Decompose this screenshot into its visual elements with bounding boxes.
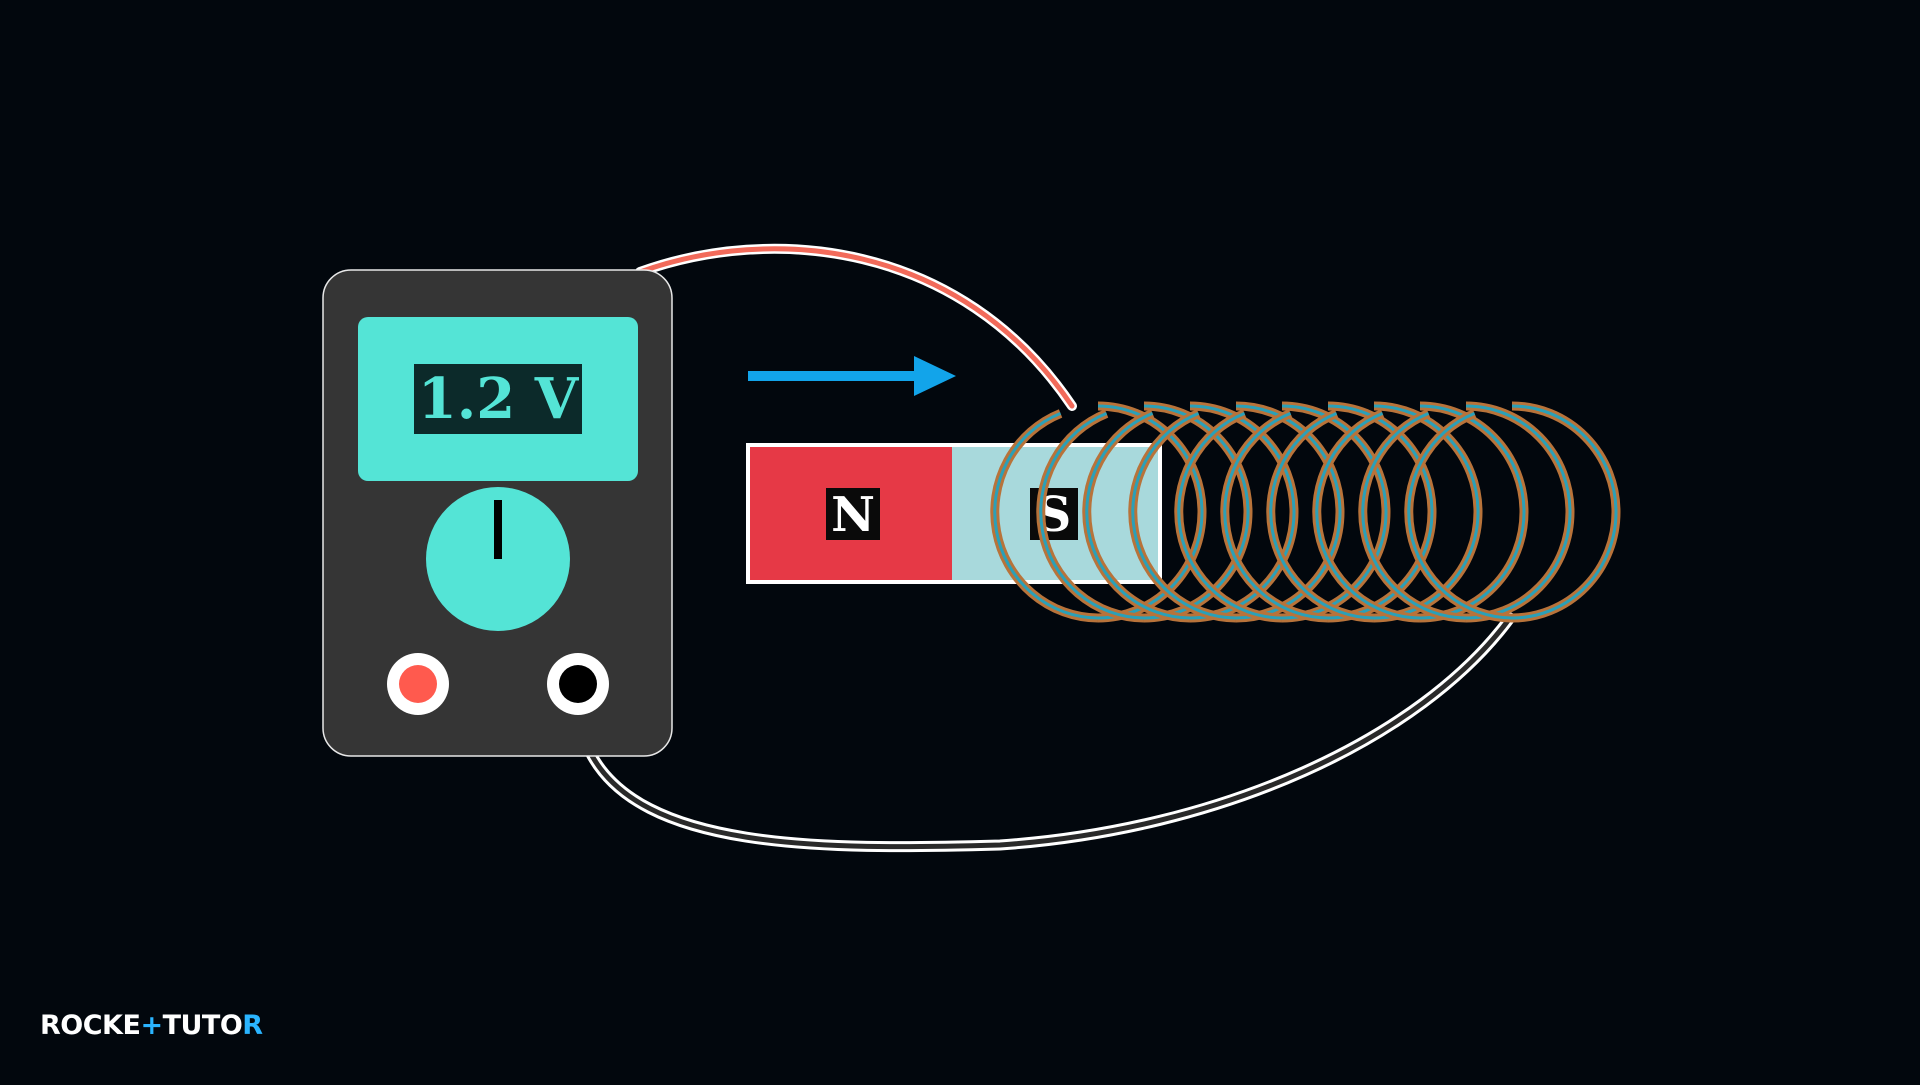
arrow-right-icon [748, 356, 956, 396]
coil-loop-front [1358, 409, 1467, 623]
black-wire [584, 612, 1516, 853]
terminal-red-core [399, 665, 437, 703]
bar-magnet: N S [746, 443, 1162, 584]
red-wire [635, 243, 1077, 411]
north-label-box [826, 488, 880, 540]
brand-part2: TUTO [162, 1010, 243, 1041]
coil-loop-front [1128, 409, 1237, 623]
brand-plus: + [140, 1010, 163, 1041]
brand-part1: ROCKE [40, 1010, 141, 1041]
coil-loop-front [1036, 409, 1145, 623]
north-label: N [831, 487, 875, 543]
rocket-tutor-logo: ROCKE+TUTOR [40, 1010, 263, 1041]
voltmeter-reading: 1.2 V [418, 366, 580, 432]
coil-loop-back [1465, 401, 1575, 623]
terminal-black-core [559, 665, 597, 703]
coil-loop-back [1511, 401, 1621, 623]
brand-slash: R [242, 1010, 263, 1041]
dial-pointer [494, 500, 502, 559]
coil-front [990, 409, 1513, 623]
coil-loop-front [1082, 409, 1191, 623]
voltmeter: 1.2 V [322, 269, 673, 757]
coil-loop-front [1404, 409, 1513, 623]
voltmeter-readout-box [414, 364, 582, 434]
coil-loop-front [1220, 409, 1329, 623]
coil-loop-front [1174, 409, 1283, 623]
coil-loop-front [1312, 409, 1421, 623]
coil-loop-front [1266, 409, 1375, 623]
coil-loop-front [990, 409, 1099, 623]
